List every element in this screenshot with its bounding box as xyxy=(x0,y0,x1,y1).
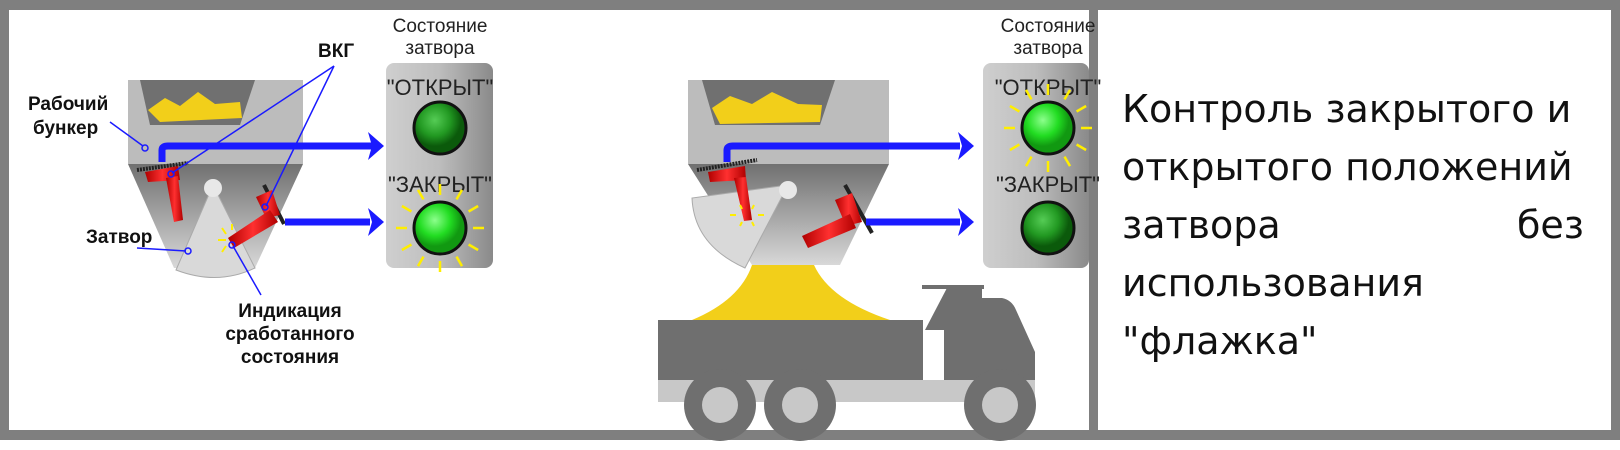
description-line: использования xyxy=(1122,254,1584,312)
text: без xyxy=(1516,203,1584,247)
closed-lamp-icon xyxy=(1020,200,1076,256)
sensor-side xyxy=(218,184,286,253)
falling-sand xyxy=(692,265,890,320)
signal-line-open xyxy=(723,142,960,162)
glow-ray xyxy=(1075,104,1087,113)
text: использования xyxy=(1122,261,1424,305)
label-indication-3: состояния xyxy=(241,347,339,368)
glow-ray xyxy=(416,255,425,267)
panel-title-2: затвора xyxy=(1013,38,1083,59)
open-label: "ОТКРЫТ" xyxy=(387,75,494,100)
description-line: "флажка" xyxy=(1122,312,1584,370)
leader-lines xyxy=(109,65,335,296)
label-gate: Затвор xyxy=(86,227,152,248)
left-status-panel: Состояние затвора "ОТКРЫТ" "ЗАКРЫТ" xyxy=(386,16,493,272)
label-indication: Индикация xyxy=(238,301,341,322)
closed-lamp-icon xyxy=(412,200,468,256)
label-hopper: Рабочий xyxy=(28,94,108,115)
open-lamp-icon xyxy=(1020,100,1076,156)
glow-ray xyxy=(467,243,479,252)
panel-title: Состояние xyxy=(1001,16,1096,37)
glow-ray xyxy=(1024,89,1033,101)
glow-rays-icon xyxy=(396,184,484,272)
glow-ray xyxy=(1075,143,1087,152)
glow-ray xyxy=(1009,104,1021,113)
text: "флажка" xyxy=(1122,319,1318,363)
glow-ray xyxy=(455,189,464,201)
glow-icon xyxy=(218,224,233,253)
right-status-panel: Состояние затвора "ОТКРЫТ" "ЗАКРЫТ" xyxy=(983,16,1101,268)
sensor-top xyxy=(136,161,189,222)
gate-sector xyxy=(175,183,256,278)
text: затвора xyxy=(1122,203,1281,247)
glow-ray xyxy=(401,243,413,252)
glow-ray xyxy=(1024,155,1033,167)
glow-ray xyxy=(467,204,479,213)
label-hopper-2: бункер xyxy=(33,118,98,139)
glow-rays-icon xyxy=(1004,84,1092,172)
description-line: Контроль закрытого и xyxy=(1122,80,1584,138)
sand-icon xyxy=(148,92,242,122)
glow-ray xyxy=(416,189,425,201)
label-indication-2: сработанного xyxy=(225,324,354,345)
left-hopper: Рабочий бункер ВКГ Затвор Индикация сраб… xyxy=(28,41,384,368)
gate-sector-open xyxy=(691,184,789,269)
glow-ray xyxy=(401,204,413,213)
glow-ray xyxy=(1063,89,1072,101)
panel-title-2: затвора xyxy=(405,38,475,59)
glow-ray xyxy=(1063,155,1072,167)
description-text: Контроль закрытого и открытого положений… xyxy=(1122,80,1584,370)
open-lamp-icon xyxy=(412,100,468,156)
sensor-top xyxy=(696,158,764,227)
panel-title: Состояние xyxy=(393,16,488,37)
label-vkg: ВКГ xyxy=(318,41,354,62)
dump-truck xyxy=(658,285,1036,441)
sand-icon xyxy=(712,92,822,124)
description-line: открытого положений xyxy=(1122,138,1584,196)
closed-label: "ЗАКРЫТ" xyxy=(996,172,1100,197)
signal-line-open xyxy=(158,142,372,162)
description-line: затвора без xyxy=(1122,196,1584,254)
glow-ray xyxy=(1009,143,1021,152)
text: Контроль закрытого и xyxy=(1122,87,1572,131)
glow-icon xyxy=(730,204,764,227)
right-hopper xyxy=(688,80,974,320)
text: открытого положений xyxy=(1122,145,1573,189)
glow-ray xyxy=(455,255,464,267)
